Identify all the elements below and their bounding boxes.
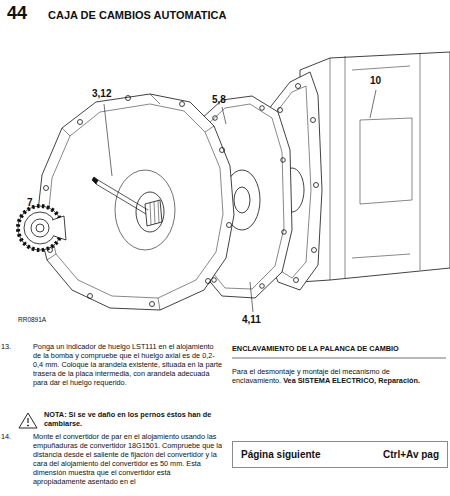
step-text: Ponga un indicador de huelgo LST111 en e…: [33, 342, 223, 387]
pump-assembly: [18, 206, 66, 250]
step-number: 14.: [1, 432, 11, 441]
page-title: CAJA DE CAMBIOS AUTOMATICA: [48, 9, 226, 22]
heading-rule: [232, 358, 446, 359]
navigation-box: Página siguiente Ctrl+Av pag: [232, 441, 448, 468]
callout-number: 7: [27, 197, 33, 209]
note-text: NOTA: Si se ve daño en los pernos éstos …: [44, 410, 222, 428]
step-text: Monte el convertidor de par en el alojam…: [33, 432, 223, 486]
callout-number: 3,12: [92, 88, 111, 100]
callout-number: 10: [370, 75, 381, 87]
converter-housing: [37, 94, 234, 310]
callout-number: 4,11: [242, 314, 261, 326]
nav-label: Página siguiente: [241, 449, 320, 460]
body-paragraph: Para el desmontaje y montaje del mecanis…: [232, 367, 446, 385]
step-paragraph: 14.Monte el convertidor de par en el alo…: [17, 432, 223, 486]
section-heading: ENCLAVAMIENTO DE LA PALANCA DE CAMBIO: [232, 345, 399, 354]
section-number: 44: [7, 3, 27, 25]
leader-lines: [32, 90, 376, 312]
callout-number: 5,8: [212, 94, 226, 106]
figure-reference: RR0891A: [18, 316, 46, 324]
step-number: 13.: [1, 342, 11, 351]
cross-reference: Vea SISTEMA ELECTRICO, Reparación.: [283, 376, 420, 385]
step-paragraph: 13.Ponga un indicador de huelgo LST111 e…: [17, 342, 223, 387]
shortcut-key: Ctrl+Av pag: [383, 449, 439, 460]
warning-icon: [19, 413, 37, 428]
note-paragraph: NOTA: Si se ve daño en los pernos éstos …: [44, 410, 222, 428]
